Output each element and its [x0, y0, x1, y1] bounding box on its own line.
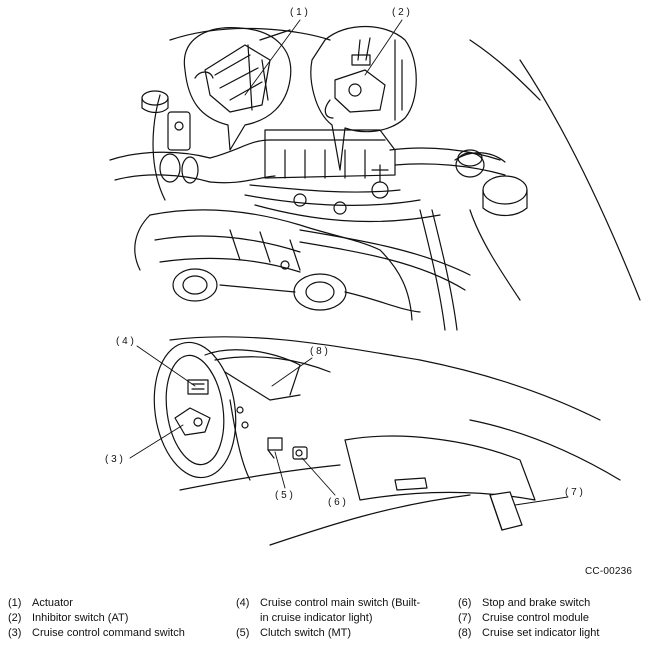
legend-text: Clutch switch (MT): [260, 627, 352, 639]
callout-6: ( 6 ): [328, 497, 346, 508]
legend-item: (3) Cruise control command switch: [8, 626, 185, 641]
legend-item: (7) Cruise control module: [458, 611, 599, 626]
callout-3: ( 3 ): [105, 454, 123, 465]
callout-2: ( 2 ): [392, 7, 410, 18]
legend-number: (2): [8, 612, 22, 624]
legend-column-2: (4) Cruise control main switch (Built- i…: [236, 596, 420, 641]
legend-text: Cruise control main switch (Built- in cr…: [260, 597, 421, 624]
engine-compartment-drawing: [109, 27, 641, 331]
legend-number: (1): [8, 597, 22, 609]
legend-item: (6) Stop and brake switch: [458, 596, 599, 611]
callout-4: ( 4 ): [116, 336, 134, 347]
legend-item: (5) Clutch switch (MT): [236, 626, 420, 641]
legend-text: Inhibitor switch (AT): [32, 612, 129, 624]
legend-item: (8) Cruise set indicator light: [458, 626, 599, 641]
legend-number: (6): [458, 597, 472, 609]
legend-number: (4): [236, 597, 250, 609]
legend-item: (2) Inhibitor switch (AT): [8, 611, 185, 626]
callout-5: ( 5 ): [275, 490, 293, 501]
inhibitor-switch-inset: [310, 25, 417, 171]
callout-7: ( 7 ): [565, 487, 583, 498]
legend-text: Stop and brake switch: [482, 597, 591, 609]
legend-item: (1) Actuator: [8, 596, 185, 611]
leader-lines: [129, 19, 569, 506]
legend-text: Cruise set indicator light: [482, 627, 600, 639]
callout-1: ( 1 ): [290, 7, 308, 18]
legend-item: (4) Cruise control main switch (Built- i…: [236, 596, 420, 626]
legend-text: Cruise control module: [482, 612, 589, 624]
legend-number: (8): [458, 627, 472, 639]
legend-number: (7): [458, 612, 472, 624]
legend-text: Actuator: [32, 597, 73, 609]
legend: (1) Actuator (2) Inhibitor switch (AT) (…: [8, 596, 663, 648]
legend-number: (5): [236, 627, 250, 639]
figure-reference: CC-00236: [585, 566, 633, 577]
legend-number: (3): [8, 627, 22, 639]
dashboard-drawing: [153, 336, 621, 546]
legend-column-3: (6) Stop and brake switch (7) Cruise con…: [458, 596, 599, 641]
component-location-illustration: ( 1 ) ( 2 ) ( 4 ) ( 8 ) ( 3 ) ( 5 ) ( 6 …: [105, 7, 641, 546]
legend-column-1: (1) Actuator (2) Inhibitor switch (AT) (…: [8, 596, 185, 641]
actuator-inset: [183, 27, 292, 151]
callout-labels: ( 1 ) ( 2 ) ( 4 ) ( 8 ) ( 3 ) ( 5 ) ( 6 …: [105, 7, 583, 508]
legend-text: Cruise control command switch: [32, 627, 185, 639]
callout-8: ( 8 ): [310, 346, 328, 357]
